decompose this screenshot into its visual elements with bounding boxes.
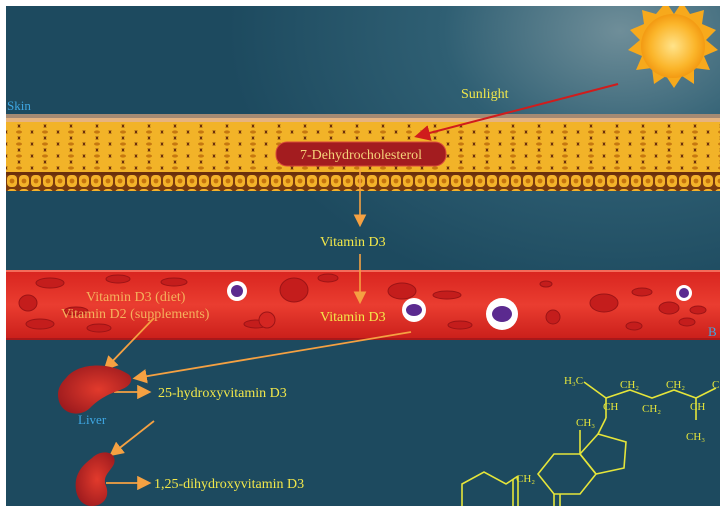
svg-text:CH₂: CH₂ (516, 473, 535, 485)
vitamin-d3-atom-labels: H₃C CH CH₂ CH₂ CH₂ CH CH₃ CH₃ CH₂ C (516, 375, 719, 485)
vitamin-d3-blood-label: Vitamin D3 (320, 310, 386, 325)
dehydro-label: 7-Dehydrocholesterol (300, 148, 422, 163)
svg-text:CH₂: CH₂ (666, 379, 685, 391)
vitamin-d3-diet-label: Vitamin D3 (diet) (86, 290, 186, 305)
vitamin-d2-supplements-label: Vitamin D2 (supplements) (61, 307, 210, 322)
liver-label: Liver (78, 412, 107, 427)
vitamin-d-pathway-diagram: 7-Dehydrocholesterol Skin Sunlight Vitam… (6, 6, 720, 506)
skin-label: Skin (7, 98, 31, 113)
liver-organ (58, 365, 132, 414)
sunlight-arrow (414, 83, 619, 141)
hydroxy25-label: 25-hydroxyvitamin D3 (158, 386, 287, 401)
svg-text:CH₃: CH₃ (576, 417, 595, 429)
dehydro-box (275, 141, 447, 167)
blood-label: B (708, 324, 717, 339)
svg-text:CH₃: CH₃ (686, 431, 705, 443)
sun-icon (628, 6, 718, 88)
svg-text:CH₂: CH₂ (642, 403, 661, 415)
vitamin-d3-skin-label: Vitamin D3 (320, 235, 386, 250)
svg-text:CH₂: CH₂ (620, 379, 639, 391)
vitamin-d3-structure (461, 381, 717, 506)
svg-text:CH: CH (690, 401, 705, 413)
arrow-blood-to-liver (132, 331, 412, 384)
svg-text:C: C (712, 379, 719, 391)
white-blood-cells (227, 281, 692, 330)
svg-text:CH: CH (603, 401, 618, 413)
arrow-liver-to-kidney (109, 420, 155, 457)
background (6, 6, 720, 506)
svg-text:H₃C: H₃C (564, 375, 583, 387)
sunlight-label: Sunlight (461, 87, 509, 102)
kidney-organ (75, 452, 115, 506)
arrow-diet-to-liver (103, 317, 155, 371)
red-blood-cells (18, 273, 707, 333)
dihydroxy-label: 1,25-dihydroxyvitamin D3 (154, 477, 304, 492)
